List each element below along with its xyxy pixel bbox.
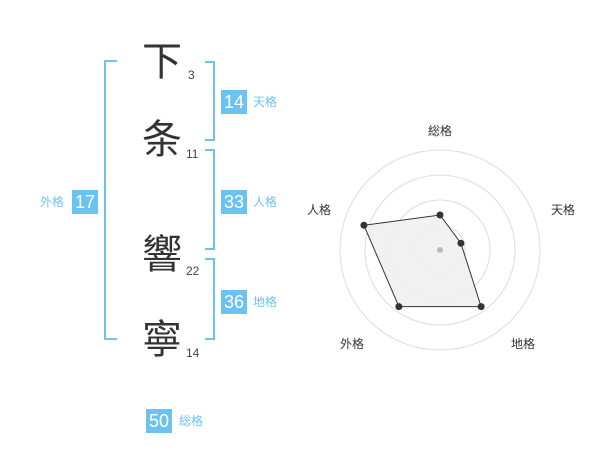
radar-label-ten: 天格 <box>551 203 576 217</box>
jinkaku-label: 人格 <box>253 195 278 209</box>
radar-point-chi <box>477 303 485 311</box>
radar-ring-4 <box>339 149 541 351</box>
name-char-4-strokes: 14 <box>186 346 200 360</box>
tenkaku-value: 14 <box>221 90 248 114</box>
radar-point-gai <box>395 303 403 311</box>
radar-label-jin: 人格 <box>307 203 332 217</box>
name-char-1-strokes: 3 <box>188 68 195 82</box>
name-char-2: 条 <box>142 117 182 163</box>
gaikaku-bracket <box>104 60 117 340</box>
radar-point-ten <box>457 239 465 247</box>
radar-label-sou: 総格 <box>428 124 453 138</box>
radar-label-chi: 地格 <box>511 337 536 351</box>
tenkaku-label: 天格 <box>253 95 278 109</box>
radar-chart <box>339 149 541 351</box>
radar-polygon <box>363 214 482 308</box>
radar-point-sou <box>436 211 444 219</box>
radar-point-jin <box>360 221 368 229</box>
chikaku-bracket <box>205 258 215 340</box>
tenkaku-bracket <box>205 61 215 141</box>
radar-points <box>360 211 485 311</box>
soukaku-value: 50 <box>146 409 173 433</box>
radar-center-dot <box>437 247 443 253</box>
soukaku-label: 総格 <box>179 414 204 428</box>
gaikaku-value: 17 <box>72 190 99 214</box>
radar-ring-3 <box>364 174 516 326</box>
name-char-2-strokes: 11 <box>186 147 199 161</box>
chikaku-value: 36 <box>221 290 248 314</box>
jinkaku-value: 33 <box>221 190 248 214</box>
name-char-4: 寧 <box>142 317 182 363</box>
radar-label-gai: 外格 <box>340 337 365 351</box>
name-char-3-strokes: 22 <box>186 264 200 278</box>
gaikaku-label: 外格 <box>40 195 65 209</box>
name-char-1: 下 <box>142 39 182 85</box>
name-char-3: 響 <box>142 232 182 278</box>
jinkaku-bracket <box>205 149 215 250</box>
chikaku-label: 地格 <box>253 295 278 309</box>
